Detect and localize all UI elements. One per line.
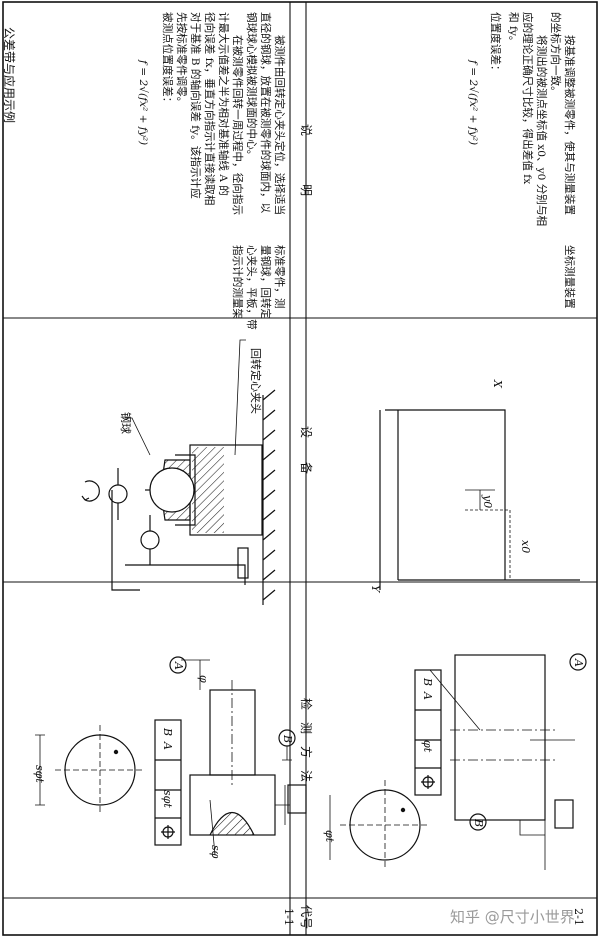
row2-code: 2-1	[572, 908, 585, 926]
row2-method-drawing	[379, 409, 580, 590]
row2-y0-label: y0	[481, 494, 494, 508]
row1-explanation: 被测件由回转定心夹头定位，选择适当 直径的钢球，放置在被测零件的球面内，以 钢球…	[137, 12, 286, 215]
row2-circle-dia-label: φt	[323, 830, 336, 843]
row1-code: 1-1	[282, 908, 295, 926]
row2-equipment-line: 坐标测量装置	[563, 245, 576, 309]
row1-formula: f = 2√(fx² + fy²)	[137, 59, 149, 145]
row2-explanation-line: 按基准调整被测零件，使其与测量装置	[563, 35, 576, 215]
header-explanation: 说 明	[299, 124, 314, 196]
row1-method-drawing	[81, 339, 276, 605]
row2-axis-y: Y	[369, 585, 382, 594]
column-headers: 说 明 设 备 检 测 方 法 代号	[299, 124, 314, 929]
row1-tol-value: sφt	[161, 790, 174, 808]
row1-equipment-line: 心夹头，平板，带	[245, 245, 258, 330]
header-code: 代号	[299, 905, 313, 929]
row2-explanation-line: 的坐标方向一致。	[549, 12, 562, 97]
row1-datum-a-ref: A	[161, 741, 174, 750]
row1-equipment-line: 量钢球，回转定	[259, 245, 272, 320]
row1-dim-sphi: sφ	[209, 845, 222, 859]
row2-explanation-line: 将测出的被测点坐标值 x0、y0 分别与相	[535, 35, 548, 226]
row2-explanation-line: 位置度误差：	[489, 12, 502, 76]
row1-explanation-line: 在被测零件回转一周过程中，径向指示	[231, 35, 244, 215]
row1-equipment-line: 指示计的测量架	[231, 245, 244, 320]
row2-datum-b-ref: B	[421, 677, 434, 686]
row1-datum-a-symbol: A	[172, 661, 185, 670]
row2-tolerance-drawing	[329, 653, 587, 870]
row1-explanation-line: 被测件由回转定心夹头定位，选择适当	[273, 35, 286, 215]
row1-explanation-line: 先按标准零件调零。	[175, 12, 188, 107]
row2-axis-x: X	[491, 379, 504, 389]
row1-equipment: 标准零件，测 量钢球，回转定 心夹头，平板，带 指示计的测量架	[231, 245, 286, 330]
row2-x0-label: x0	[519, 540, 532, 553]
row1-equipment-line: 标准零件，测	[273, 245, 286, 309]
row1-explanation-line: 径向误差 fx，垂直方向指示计直接读取相	[203, 12, 216, 205]
row1-datum-b-ref: B	[161, 727, 174, 736]
row1-explanation-line: 对于基准 B 的轴向误差 fy。该指示计应	[189, 12, 202, 199]
row2-explanation-line: 和 fy。	[507, 12, 519, 46]
row1-explanation-line: 被测点位置度误差：	[161, 12, 174, 107]
row2-datum-a-symbol: A	[572, 658, 585, 667]
header-equipment: 设 备	[299, 426, 313, 474]
label-steel-ball: 钢球	[119, 412, 133, 434]
row2-tol-value: φt	[421, 740, 434, 753]
row1-tolerance-drawing	[35, 656, 307, 856]
header-tolerance: 公差带与应用示例	[2, 27, 17, 123]
header-method: 检 测 方 法	[299, 698, 314, 782]
row1-datum-b-symbol: B	[281, 734, 294, 743]
row2-formula: f = 2√(fx² + fy²)	[467, 59, 479, 145]
label-center-chuck: 回转定心夹头	[249, 348, 263, 414]
row1-explanation-line: 直径的钢球，放置在被测零件的球面内，以	[259, 12, 272, 214]
row1-dim-phi: φ	[197, 675, 210, 683]
watermark: 知乎 @尺寸小世界	[450, 908, 575, 926]
row1-sphere-dia-label: sφt	[33, 765, 46, 783]
row2-datum-a-ref: A	[421, 691, 434, 700]
row2-explanation: 按基准调整被测零件，使其与测量装置 的坐标方向一致。 将测出的被测点坐标值 x0…	[467, 12, 576, 226]
row1-explanation-line: 计最大示值差之半为相对基准轴线 A 的	[217, 12, 230, 196]
row2-datum-b-symbol: B	[472, 818, 485, 827]
row2-explanation-line: 应的理论正确尺寸比较，得出差值 fx	[521, 12, 534, 184]
row1-explanation-line: 钢球球心模拟被测球面的中心。	[245, 12, 258, 160]
